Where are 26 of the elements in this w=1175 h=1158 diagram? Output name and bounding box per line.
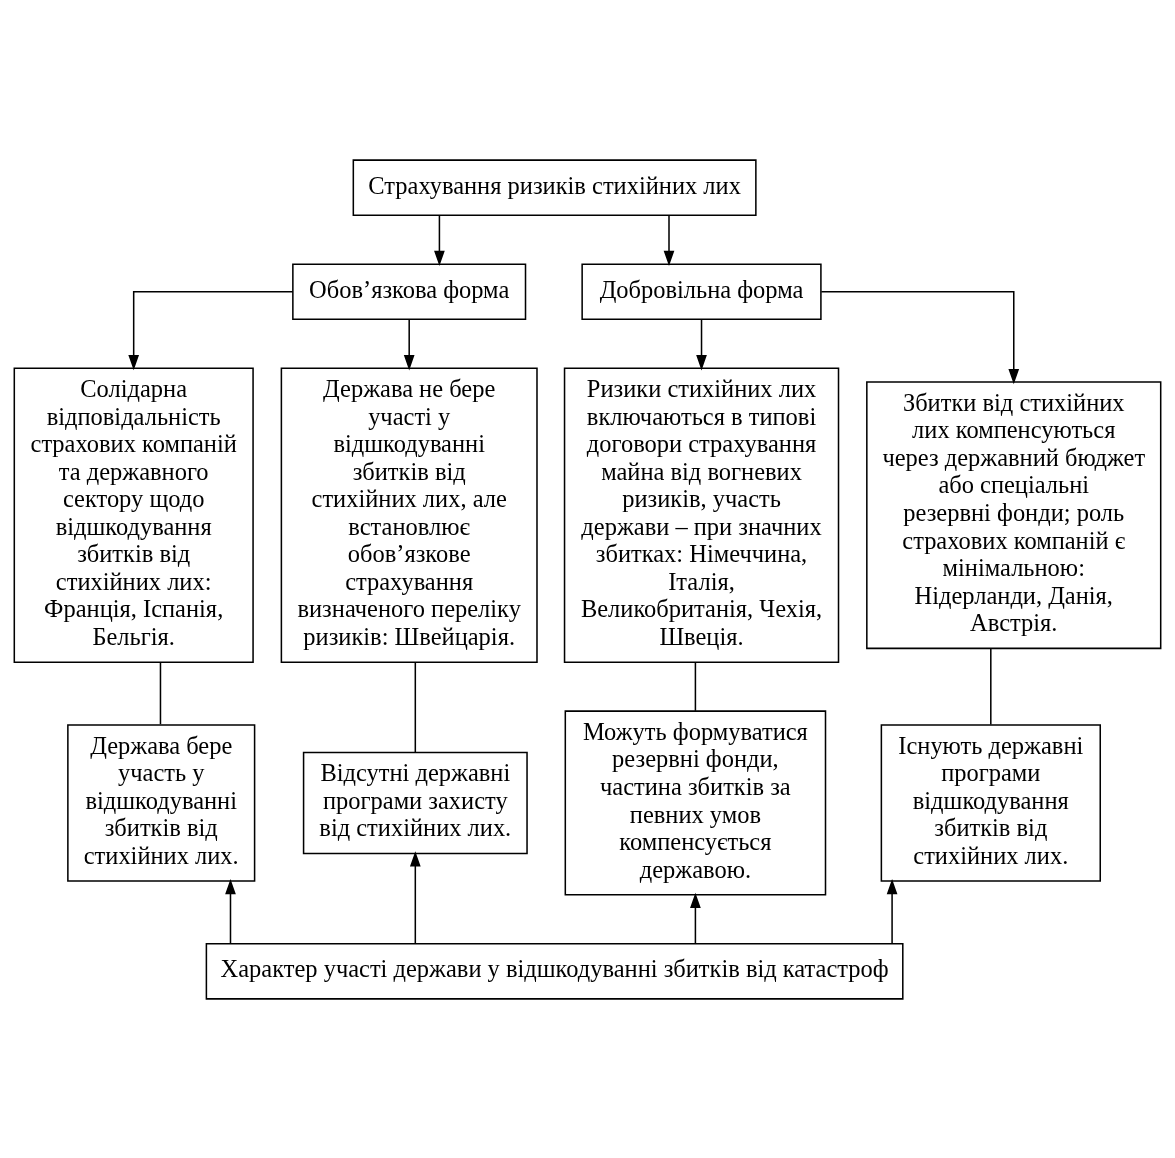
node-box: Характер участі держави у відшкодуванні збитків від катастроф: [205, 942, 904, 1000]
arrow: [886, 878, 898, 944]
node-box: Держава бере участь у відшкодуванні збитків від стихійних лих.: [67, 723, 256, 882]
node-box: Збитки від стихійних лих компенсуються через державний бюджет або спеціальні резервні фонди; роль страхових компаній є мінімальною: Нідерланди, Данія, Австрія.: [866, 380, 1162, 649]
arrow: [403, 318, 415, 370]
arrow: [128, 290, 294, 370]
connector: [414, 661, 417, 753]
node-box: Солідарна відповідальність страхових компаній та державного сектору щодо відшкодування збитків від стихійних лих: Франція, Іспанія, Бельгія.: [13, 367, 254, 663]
arrow: [409, 850, 421, 944]
connector: [159, 661, 162, 725]
arrow: [690, 892, 701, 944]
arrow: [225, 878, 236, 944]
arrow: [434, 214, 445, 266]
arrow: [696, 318, 707, 370]
node-box: Ризики стихійних лих включаються в типові договори страхування майна від вогневих ризиків, участь держави – при значних збитках: Німеччина, Італія, Великобританія, Чехія, Швеція.: [563, 367, 840, 663]
node-box: Добровільна форма: [581, 262, 822, 320]
connector: [694, 661, 697, 712]
node-box: Держава не бере участі у відшкодуванні збитків від стихійних лих, але встановлює обов’язкове страхування визначеного переліку ризиків: Швейцарія.: [280, 367, 538, 663]
node-box: Існують державні програми відшкодування збитків від стихійних лих.: [880, 723, 1101, 882]
node-box: Можуть формуватися резервні фонди, частина збитків за певних умов компенсується державою.: [564, 709, 827, 896]
node-box: Відсутні державні програми захисту від стихійних лих.: [302, 751, 528, 854]
arrow: [663, 214, 675, 266]
node-box: Страхування ризиків стихійних лих: [352, 158, 757, 216]
connector: [990, 647, 992, 725]
arrow: [820, 290, 1020, 384]
node-box: Обов’язкова форма: [292, 262, 527, 320]
